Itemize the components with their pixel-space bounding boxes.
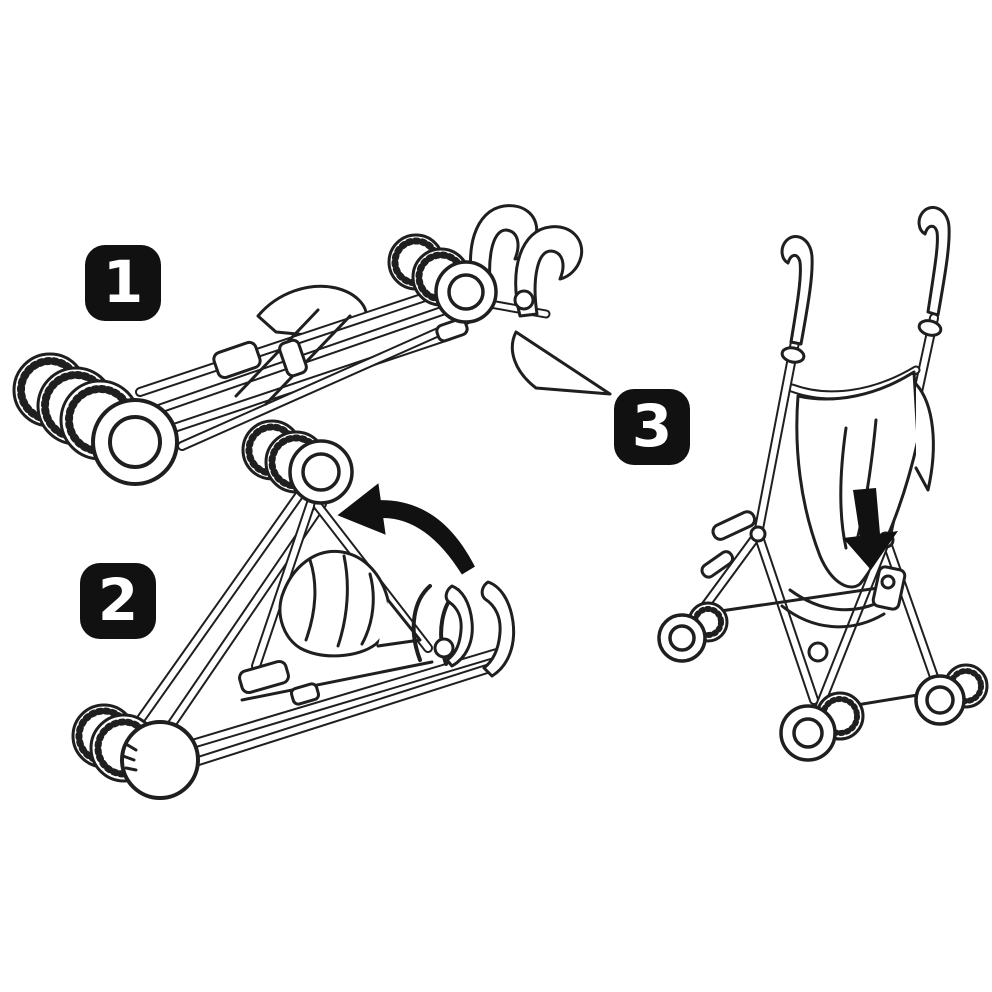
front-center-wheel [779, 691, 865, 762]
unfolding-frame-tubes [121, 489, 505, 777]
folded-left-wheel-cluster [12, 352, 179, 486]
half-unfolded-stroller-figure [71, 419, 516, 800]
crumpled-seat-fabric [278, 549, 422, 658]
step-1-number: 1 [102, 248, 144, 316]
step-2-number: 2 [97, 566, 139, 634]
folded-right-wheel-cluster [387, 233, 498, 324]
frame-clips [212, 317, 469, 380]
step-3-badge: 3 [614, 389, 690, 465]
left-handle-hook-icon [780, 235, 814, 346]
rear-right-wheel [914, 663, 989, 726]
right-handle-hook-icon [917, 206, 951, 317]
curved-arrow-icon [337, 483, 475, 575]
step-1-badge: 1 [85, 245, 161, 321]
frame-clips [238, 659, 321, 706]
unfolding-handle-hooks [411, 580, 516, 678]
unfolded-stroller-figure [657, 206, 989, 762]
raised-wheel-cluster [241, 419, 354, 505]
front-left-wheel [657, 601, 729, 663]
step-3-number: 3 [631, 392, 673, 460]
ground-wheel-cluster [71, 703, 200, 800]
fold-latch-lever [700, 510, 907, 611]
folded-seat-fabric [256, 284, 612, 396]
step-2-badge: 2 [80, 563, 156, 639]
down-arrow-icon [843, 488, 898, 570]
left-handle [753, 235, 814, 539]
folded-stroller-figure [12, 204, 612, 486]
